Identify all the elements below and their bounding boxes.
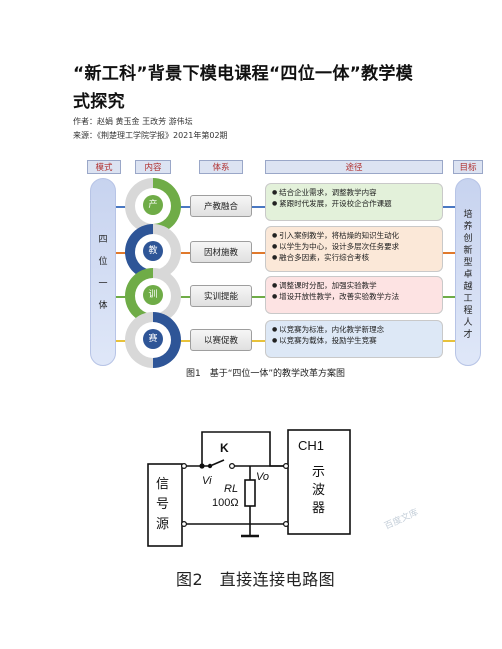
mode-char: 体 <box>98 301 108 311</box>
content-ring: 赛 <box>125 312 181 368</box>
rl-label: RL <box>224 483 238 495</box>
goal-char: 工 <box>463 294 473 304</box>
junction-dot <box>207 463 213 469</box>
wire <box>201 431 288 467</box>
source-line: 来源：《荆楚理工学院学报》2021年第02期 <box>73 131 228 140</box>
approach-item: 引入案例教学，将枯燥的知识生动化 <box>272 230 436 241</box>
signal-source-box <box>147 463 183 547</box>
goal-pill: 培 养 创 新 型 卓 越 工 程 人 才 <box>455 178 481 366</box>
resistance-label: 100Ω <box>212 497 239 509</box>
oscilloscope-box <box>287 429 351 535</box>
source-char: 信 <box>156 476 169 491</box>
approach-item: 调整课时分配，加强实验教学 <box>272 280 436 291</box>
header-mode: 模式 <box>87 160 121 174</box>
channel-label: CH1 <box>298 438 324 453</box>
header-content: 内容 <box>135 160 171 174</box>
terminal <box>283 462 290 469</box>
circuit-schematic: K CH1 Vi Vo RL 100Ω 信 号 源 示 波 器 <box>147 429 351 547</box>
terminal <box>283 520 290 527</box>
system-box: 实训提能 <box>190 285 252 307</box>
vo-label: Vo <box>256 471 269 483</box>
header-system: 体系 <box>199 160 243 174</box>
goal-char: 卓 <box>463 270 473 280</box>
scope-char: 器 <box>312 500 325 515</box>
figure-1-caption: 图1 基于“四位一体”的教学改革方案图 <box>186 369 346 379</box>
goal-char: 创 <box>463 234 473 244</box>
approach-item: 结合企业需求，调整教学内容 <box>272 187 436 198</box>
vi-label: Vi <box>202 475 212 487</box>
approach-panel: 引入案例教学，将枯燥的知识生动化 以学生为中心，设计多层次任务要求 融合多因素，… <box>265 226 443 272</box>
article-title: “新工科”背景下模电课程“四位一体”教学模 式探究 <box>73 60 443 116</box>
approach-item: 以学生为中心，设计多层次任务要求 <box>272 241 436 252</box>
approach-item: 融合多因素，实行综合考核 <box>272 252 436 263</box>
terminal <box>228 462 235 469</box>
mode-char: 一 <box>98 279 108 289</box>
content-ring: 教 <box>125 224 181 280</box>
mode-char: 四 <box>98 235 108 245</box>
figure-2-caption: 图2 直接连接电路图 <box>176 570 336 589</box>
content-char: 赛 <box>143 329 163 349</box>
goal-char: 才 <box>463 330 473 340</box>
content-char: 产 <box>143 195 163 215</box>
approach-item: 以竞赛为载体，投励学生竞赛 <box>272 335 436 346</box>
content-char: 训 <box>143 285 163 305</box>
mode-text: 四 位 一 体 <box>91 233 115 313</box>
junction-dot <box>199 463 205 469</box>
resistor <box>244 479 256 507</box>
scope-char: 示 <box>312 464 325 479</box>
goal-text: 培 养 创 新 型 卓 越 工 程 人 才 <box>456 209 480 341</box>
source-char: 源 <box>156 516 169 531</box>
goal-char: 程 <box>463 306 473 316</box>
switch-label: K <box>220 441 229 455</box>
figure-1-diagram: 模式 内容 体系 途径 目标 四 位 一 体 培 养 创 新 型 卓 越 工 程… <box>87 160 487 370</box>
approach-panel: 调整课时分配，加强实验教学 增设开放性教学，改善实验教学方法 <box>265 276 443 314</box>
author-line: 作者：赵娟 黄玉金 王改芳 游伟坛 <box>73 117 193 126</box>
approach-item: 紧跟时代发展，开设校企合作课题 <box>272 198 436 209</box>
scope-char: 波 <box>312 482 325 497</box>
approach-panel: 结合企业需求，调整教学内容 紧跟时代发展，开设校企合作课题 <box>265 183 443 221</box>
title-line-2: 式探究 <box>73 92 125 112</box>
mode-char: 位 <box>98 257 108 267</box>
title-line-1: “新工科”背景下模电课程“四位一体”教学模 <box>73 64 413 84</box>
approach-item: 增设开放性教学，改善实验教学方法 <box>272 291 436 302</box>
system-box: 因材施教 <box>190 241 252 263</box>
source-char: 号 <box>156 496 169 511</box>
header-approach: 途径 <box>265 160 443 174</box>
goal-char: 越 <box>463 282 473 292</box>
switch-blade <box>209 459 225 467</box>
terminal <box>180 520 187 527</box>
goal-char: 人 <box>463 318 473 328</box>
header-goal: 目标 <box>453 160 483 174</box>
approach-panel: 以竞赛为标准，内化教学新理念 以竞赛为载体，投励学生竞赛 <box>265 320 443 358</box>
content-char: 教 <box>143 241 163 261</box>
approach-item: 以竞赛为标准，内化教学新理念 <box>272 324 436 335</box>
goal-char: 培 <box>463 210 473 220</box>
figure-2-circuit: K CH1 Vi Vo RL 100Ω 信 号 源 示 波 器 <box>140 420 400 570</box>
system-box: 产教融合 <box>190 195 252 217</box>
goal-char: 型 <box>463 258 473 268</box>
terminal <box>180 462 187 469</box>
goal-char: 新 <box>463 246 473 256</box>
goal-char: 养 <box>463 222 473 232</box>
system-box: 以赛促教 <box>190 329 252 351</box>
mode-pill: 四 位 一 体 <box>90 178 116 366</box>
